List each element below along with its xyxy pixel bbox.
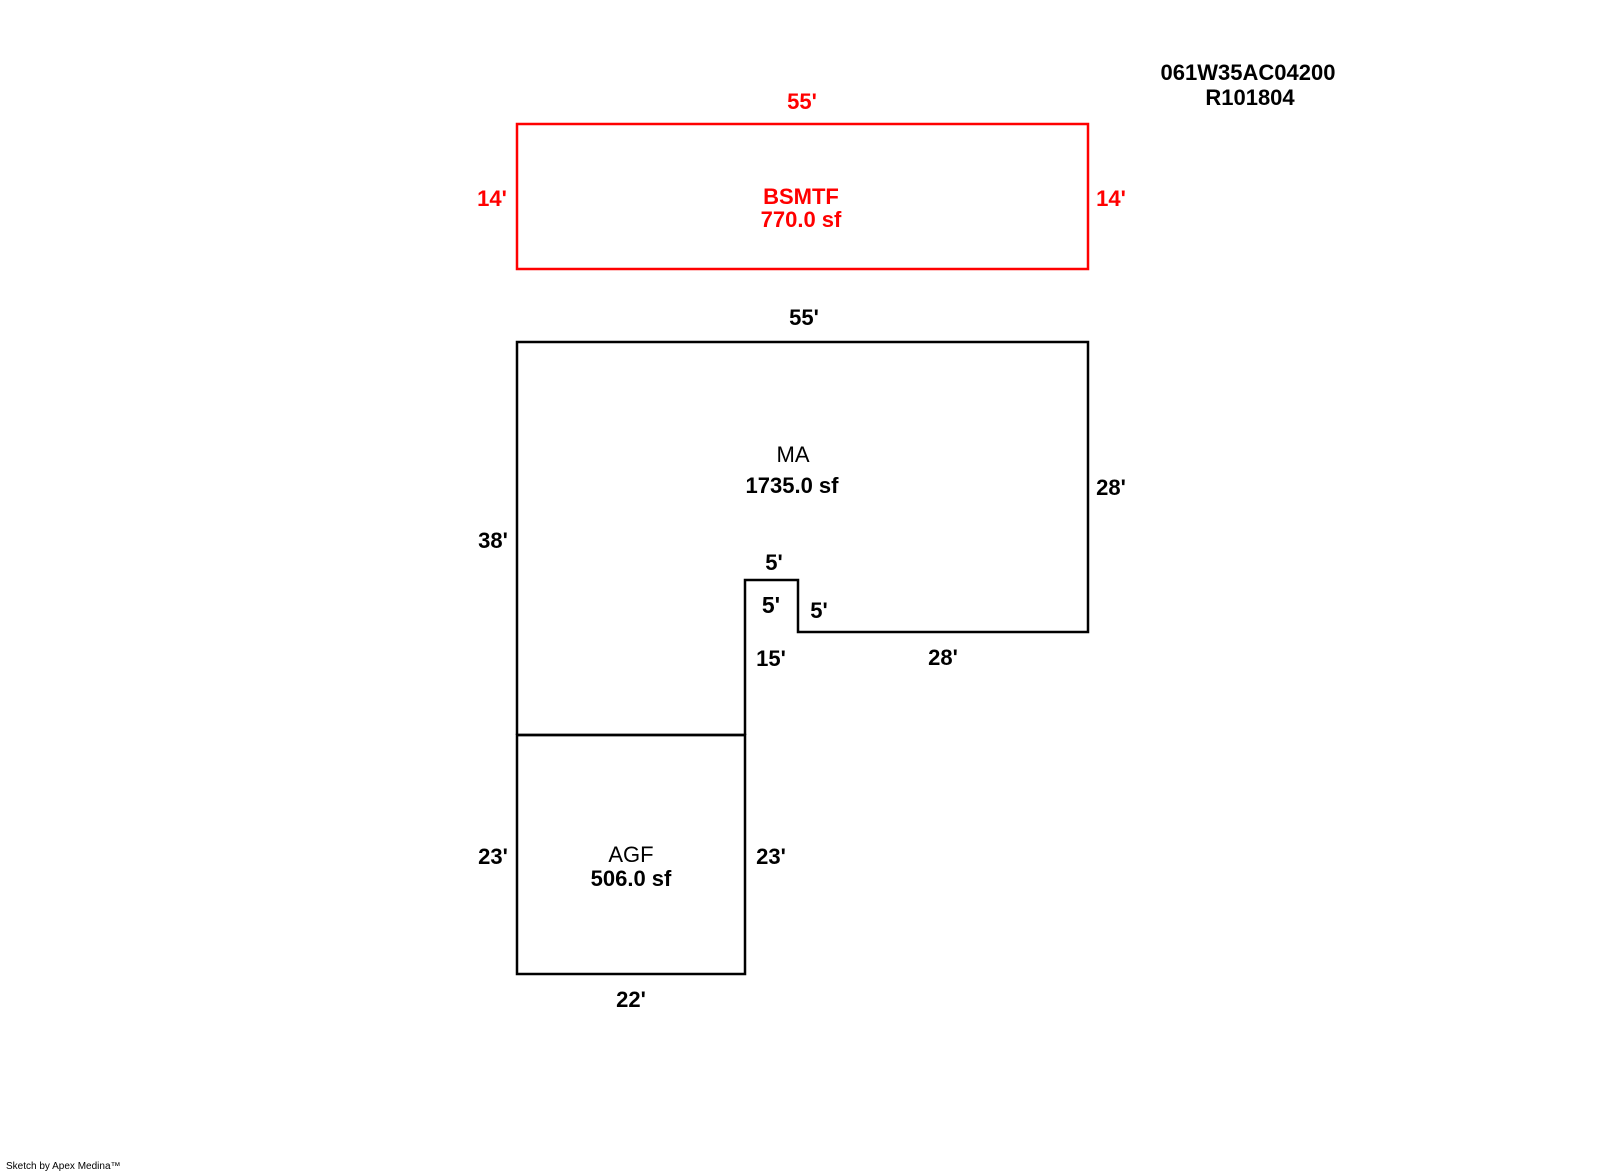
main-dim-left: 38' (478, 528, 508, 553)
main-dim-top: 55' (789, 305, 819, 330)
garage-dim-bottom: 22' (616, 987, 646, 1012)
main-name: MA (777, 442, 810, 467)
sketch-credit: Sketch by Apex Medina™ (6, 1161, 121, 1172)
garage-area: 506.0 sf (591, 866, 672, 891)
notch-dim-top: 5' (765, 550, 782, 575)
parcel-id: 061W35AC04200 (1161, 60, 1336, 85)
notch-dim-inner: 5' (762, 592, 780, 618)
notch-dim-right: 5' (810, 598, 827, 623)
garage-dim-right: 23' (756, 844, 786, 869)
notch-dim-left: 15' (756, 646, 786, 671)
main-dim-bottom: 28' (928, 645, 958, 670)
basement-dim-right: 14' (1096, 186, 1126, 211)
basement-dim-top: 55' (787, 89, 817, 114)
main-area-section: 55' 38' 28' MA 1735.0 sf 5' 5' 5' 15' 28… (478, 305, 1126, 737)
basement-dim-left: 14' (477, 186, 507, 211)
basement-area: 770.0 sf (761, 207, 842, 232)
garage-dim-left: 23' (478, 844, 508, 869)
garage-outline (515, 733, 747, 976)
basement-section: 55' 14' 14' BSMTF 770.0 sf (477, 89, 1126, 271)
garage-name: AGF (608, 842, 653, 867)
basement-outline (515, 122, 1090, 271)
main-dim-right: 28' (1096, 475, 1126, 500)
main-area: 1735.0 sf (746, 473, 840, 498)
account-id: R101804 (1205, 85, 1295, 110)
basement-name: BSMTF (763, 184, 839, 209)
garage-section: 23' 23' 22' AGF 506.0 sf (478, 733, 786, 1012)
main-area-outline (515, 340, 1090, 735)
